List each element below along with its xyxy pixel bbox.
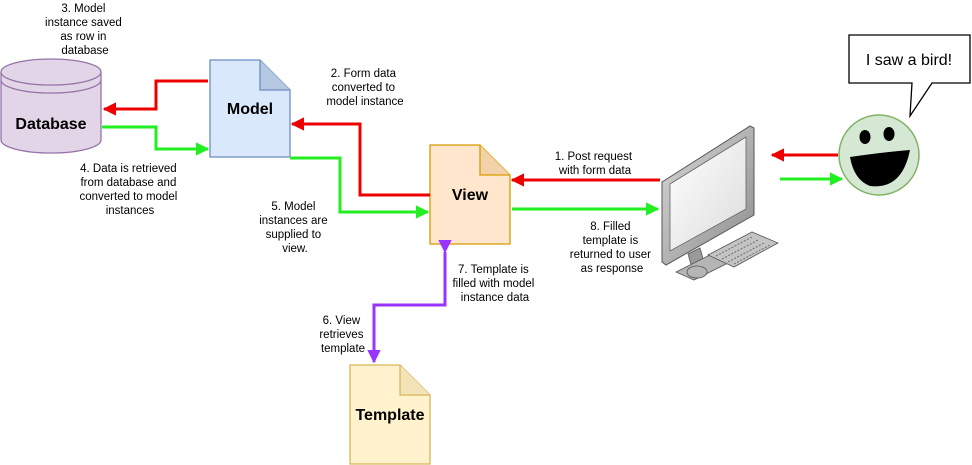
note-step-4-line: from database and <box>80 177 176 189</box>
speech-bubble-text: I saw a bird! <box>866 52 952 69</box>
arrow-model-to-database <box>102 79 208 116</box>
right-eye <box>883 127 895 141</box>
note-step-3-line: 3. Model <box>61 3 105 15</box>
note-step-4-line: 4. Data is retrieved <box>80 163 177 175</box>
view-document-fold <box>479 145 510 176</box>
note-step-3-line: as row in <box>60 31 106 43</box>
note-step-2-line: model instance <box>326 96 403 108</box>
note-step-7: 7. Template is filled with model instanc… <box>452 264 537 304</box>
arrow-database-to-model <box>102 125 210 156</box>
database-node: Database <box>0 58 102 154</box>
note-step-8-line: template is <box>583 235 639 247</box>
note-step-4: 4. Data is retrieved from database and c… <box>79 163 180 217</box>
note-step-6: 6. View retrieves template <box>319 315 366 355</box>
model-label: Model <box>227 101 273 118</box>
note-step-5: 5. Model instances are supplied to view. <box>259 201 331 255</box>
note-step-7-line: filled with model <box>452 278 534 290</box>
template-document-fold <box>399 365 430 396</box>
model-document-fold <box>259 60 290 91</box>
note-step-8: 8. Filled template is returned to user a… <box>570 221 654 275</box>
template-node: Template <box>349 364 431 465</box>
note-step-2: 2. Form data converted to model instance <box>326 68 403 108</box>
arrow-view-to-model <box>290 117 430 197</box>
note-step-8-line: as response <box>581 263 644 275</box>
note-step-8-line: returned to user <box>570 249 651 261</box>
note-step-5-line: instances are <box>259 215 327 227</box>
database-cylinder-ring <box>0 79 102 94</box>
desktop-computer-icon <box>661 125 779 281</box>
note-step-3-line: database <box>61 45 108 57</box>
note-step-1: 1. Post request with form data <box>555 151 636 177</box>
note-step-2-line: converted to <box>332 82 395 94</box>
view-label: View <box>452 187 489 204</box>
smiley-face-icon <box>838 114 920 196</box>
note-step-1-line: 1. Post request <box>555 151 633 163</box>
note-step-3: 3. Model instance saved as row in databa… <box>45 3 125 57</box>
note-step-4-line: instances <box>106 205 155 217</box>
note-step-5-line: supplied to <box>266 229 322 241</box>
model-node: Model <box>209 59 291 158</box>
view-node: View <box>429 144 511 245</box>
keyboard <box>707 231 779 268</box>
note-step-3-line: instance saved <box>45 17 122 29</box>
template-label: Template <box>355 407 424 424</box>
note-step-1-line: with form data <box>558 165 632 177</box>
speech-bubble: I saw a bird! <box>848 34 971 119</box>
note-step-6-line: template <box>321 343 365 355</box>
database-label: Database <box>15 116 86 133</box>
database-cylinder-body <box>0 72 102 154</box>
note-step-7-line: instance data <box>461 292 530 304</box>
left-eye <box>859 130 871 144</box>
database-cylinder-top <box>0 58 102 86</box>
mouse <box>686 265 708 279</box>
note-step-5-line: 5. Model <box>271 201 315 213</box>
speech-bubble-outline <box>848 34 971 119</box>
mouth <box>850 150 910 187</box>
arrow-view-template <box>367 239 452 364</box>
note-step-7-line: 7. Template is <box>458 264 529 276</box>
monitor-screen <box>669 136 747 252</box>
note-step-2-line: 2. Form data <box>331 68 397 80</box>
note-step-5-line: view. <box>282 243 308 255</box>
note-step-6-line: 6. View <box>323 315 361 327</box>
note-step-8-line: 8. Filled <box>590 221 630 233</box>
arrow-model-to-view <box>290 156 430 219</box>
note-step-4-line: converted to model <box>79 191 177 203</box>
note-step-6-line: retrieves <box>319 329 363 341</box>
